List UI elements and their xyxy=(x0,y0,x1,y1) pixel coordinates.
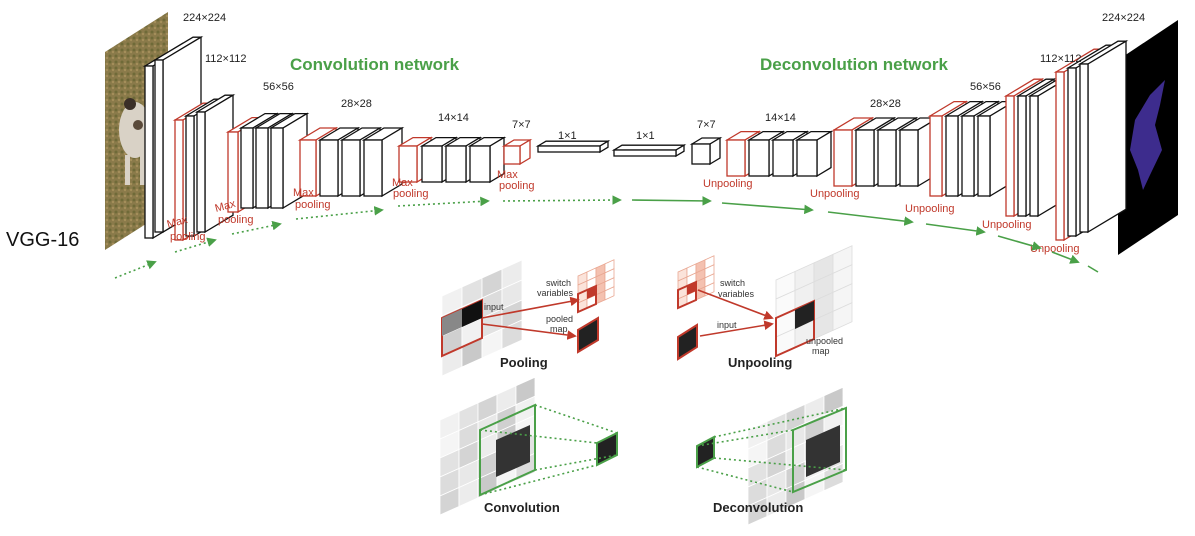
pooling-switch-label-2: variables xyxy=(537,288,574,298)
enc-112-b xyxy=(194,94,236,234)
unpooling-label-3: Unpooling xyxy=(905,203,955,215)
enc-fc-1 xyxy=(535,140,611,154)
deconvolution-panel: Deconvolution xyxy=(696,386,847,526)
enc-28-c xyxy=(361,126,405,198)
pooling-map-label-1: pooled xyxy=(546,314,573,324)
dec-224-b xyxy=(1077,40,1129,234)
unpooling-input-label: input xyxy=(717,320,737,330)
size-label-14-enc: 14×14 xyxy=(438,112,469,124)
unpooling-switch-label-2: variables xyxy=(718,289,755,299)
max-pooling-label-5: Max pooling xyxy=(497,169,534,192)
svg-text:pooling: pooling xyxy=(295,199,330,211)
pooling-caption: Pooling xyxy=(500,355,548,370)
unpooling-map-label-2: map xyxy=(812,346,830,356)
max-pooling-label-1: Max pooling xyxy=(166,214,206,243)
size-label-56-enc: 56×56 xyxy=(263,81,294,93)
svg-text:Max: Max xyxy=(293,187,314,199)
size-label-28-dec: 28×28 xyxy=(870,98,901,110)
size-label-1-a: 1×1 xyxy=(558,130,577,142)
max-pooling-label-2: Max pooling xyxy=(214,198,254,226)
enc-7-pool xyxy=(501,138,533,166)
convolution-caption: Convolution xyxy=(484,500,560,515)
model-label: VGG-16 xyxy=(6,229,79,251)
svg-text:Max: Max xyxy=(214,198,238,215)
deconvolution-caption: Deconvolution xyxy=(713,500,803,515)
size-label-1-b: 1×1 xyxy=(636,130,655,142)
size-label-7-enc: 7×7 xyxy=(512,119,531,131)
flow-arrows xyxy=(114,195,1099,279)
unpooling-switch-label-1: switch xyxy=(720,278,745,288)
unpooling-caption: Unpooling xyxy=(728,355,792,370)
pooling-map-label-2: map xyxy=(550,324,568,334)
pooling-input-label: input xyxy=(484,302,504,312)
unpooling-output-grid xyxy=(775,245,853,358)
max-pooling-label-4: Max pooling xyxy=(392,177,428,200)
enc-fc-2 xyxy=(611,144,687,158)
output-image xyxy=(1118,20,1178,255)
size-label-112-dec: 112×112 xyxy=(1040,53,1082,65)
size-label-112-enc: 112×112 xyxy=(205,53,247,65)
svg-text:Max: Max xyxy=(392,177,413,189)
unpooling-label-1: Unpooling xyxy=(703,178,753,190)
svg-text:Max: Max xyxy=(166,214,190,231)
dec-7 xyxy=(689,136,723,166)
unpooling-label-2: Unpooling xyxy=(810,188,860,200)
unpooling-map-label-1: unpooled xyxy=(806,336,843,346)
svg-text:Max: Max xyxy=(497,169,518,181)
size-label-14-dec: 14×14 xyxy=(765,112,796,124)
svg-text:pooling: pooling xyxy=(170,231,205,243)
size-label-7-dec: 7×7 xyxy=(697,119,716,131)
unpooling-label-5: Unpooling xyxy=(1030,243,1080,255)
unpooling-panel: switch variables input unpooled map Unpo… xyxy=(677,245,853,370)
size-label-56-dec: 56×56 xyxy=(970,81,1001,93)
deconv-network-title: Deconvolution network xyxy=(760,55,949,74)
svg-text:pooling: pooling xyxy=(499,180,534,192)
conv-network-title: Convolution network xyxy=(290,55,460,74)
svg-text:pooling: pooling xyxy=(218,214,253,226)
decoder-blocks xyxy=(689,40,1129,242)
encoder-blocks xyxy=(142,36,687,242)
convolution-panel: Convolution xyxy=(439,376,618,516)
deconvolution-output-grid xyxy=(747,386,844,526)
dec-14-c xyxy=(794,130,834,178)
pooling-switch-grid xyxy=(577,259,615,314)
pooling-switch-label-1: switch xyxy=(546,278,571,288)
convolution-input-grid xyxy=(439,376,536,516)
unpooling-switch-grid xyxy=(677,255,715,310)
enc-14-c xyxy=(467,136,507,184)
svg-text:pooling: pooling xyxy=(393,188,428,200)
size-label-28-enc: 28×28 xyxy=(341,98,372,110)
size-label-224-dec: 224×224 xyxy=(1102,12,1145,24)
unpooling-label-4: Unpooling xyxy=(982,219,1032,231)
pooling-panel: input switch variables pooled map Poolin… xyxy=(441,259,615,377)
size-label-224-enc: 224×224 xyxy=(183,12,226,24)
max-pooling-label-3: Max pooling xyxy=(293,187,330,211)
